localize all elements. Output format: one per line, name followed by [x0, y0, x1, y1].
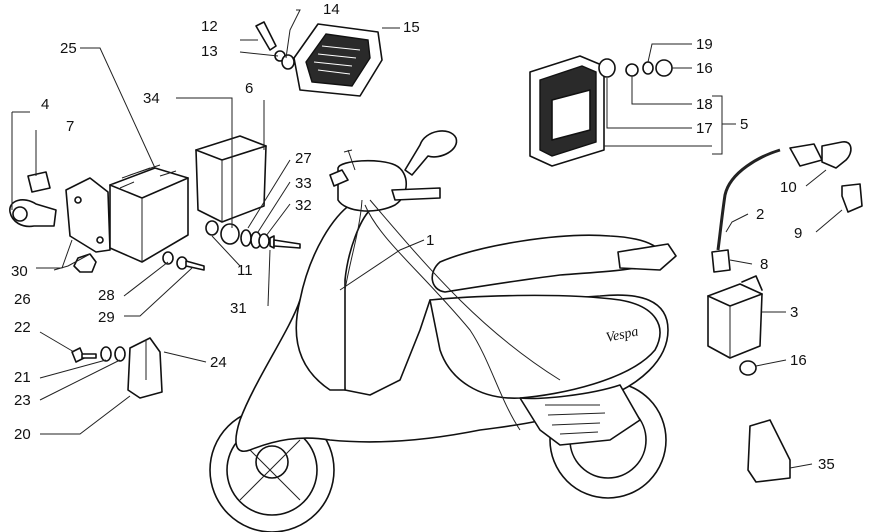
label-28: 28: [98, 287, 115, 304]
part-cover-6: [195, 135, 267, 223]
label-3: 3: [790, 304, 798, 321]
label-29: 29: [98, 309, 115, 326]
label-2: 2: [756, 206, 764, 223]
label-15: 15: [403, 19, 420, 36]
side-panel: [429, 294, 661, 399]
label-17: 17: [696, 120, 713, 137]
part-cover-35: [747, 419, 791, 483]
label-27: 27: [295, 150, 312, 167]
part-screw-22: [71, 347, 97, 363]
mirror: [404, 130, 458, 176]
label-23: 23: [14, 392, 31, 409]
part-control-unit-25: [109, 164, 189, 263]
scooter-illustration: Vespa: [209, 130, 677, 532]
label-6: 6: [245, 80, 253, 97]
label-4: 4: [41, 96, 49, 113]
part-ht-lead-2: [716, 148, 781, 251]
part-module-5: [529, 55, 605, 167]
label-19: 19: [696, 36, 713, 53]
label-31: 31: [230, 300, 247, 317]
label-14: 14: [323, 1, 340, 18]
part-regulator-15: [293, 23, 383, 97]
part-washer-19: [642, 61, 654, 75]
wiring-harness: [344, 199, 561, 431]
label-12: 12: [201, 18, 218, 35]
part-bracket-4: [9, 199, 57, 228]
part-clip-7: [27, 171, 51, 193]
label-21: 21: [14, 369, 31, 386]
label-26: 26: [14, 291, 31, 308]
part-labels: 4 7 25 34 6 12 13 14 15 27 33 32 11 31 3…: [11, 1, 835, 473]
label-35: 35: [818, 456, 835, 473]
part-coil-3: [707, 275, 763, 359]
part-cover-20: [127, 337, 163, 399]
part-boot-9: [841, 183, 863, 213]
part-cap-16-top: [655, 59, 673, 77]
label-16b: 16: [790, 352, 807, 369]
part-washer-23: [114, 346, 126, 362]
label-9: 9: [794, 225, 802, 242]
part-screw-29: [176, 256, 205, 271]
label-30: 30: [11, 263, 28, 280]
label-5: 5: [740, 116, 748, 133]
part-plate-30: [65, 177, 111, 253]
part-washer-13: [274, 50, 295, 70]
label-24: 24: [210, 354, 227, 371]
label-22: 22: [14, 319, 31, 336]
label-25: 25: [60, 40, 77, 57]
part-grommet-11: [205, 220, 240, 245]
label-8: 8: [760, 256, 768, 273]
leader-lines: [11, 9, 843, 469]
label-11: 11: [237, 262, 253, 279]
label-7: 7: [66, 118, 74, 135]
leg-shield: [295, 204, 371, 391]
engine-area: [519, 384, 641, 446]
part-connector-8: [711, 249, 731, 273]
label-16a: 16: [696, 60, 713, 77]
handlebar: [329, 169, 441, 201]
label-1: 1: [426, 232, 434, 249]
part-washer-21: [100, 346, 112, 362]
part-nut-16-bottom: [739, 360, 757, 376]
part-washer-28: [162, 251, 174, 265]
part-screw-12: [255, 21, 277, 51]
label-33: 33: [295, 175, 312, 192]
label-34: 34: [143, 90, 160, 107]
rear-rack: [617, 243, 677, 271]
label-32: 32: [295, 197, 312, 214]
label-10: 10: [780, 179, 797, 196]
headset: [337, 159, 408, 212]
part-washer-27: [240, 229, 252, 247]
label-13: 13: [201, 43, 218, 60]
part-bolt-31: [269, 235, 301, 249]
scooter-badge: Vespa: [605, 324, 640, 345]
part-washer-32: [258, 233, 270, 249]
part-plug-17: [598, 58, 616, 78]
label-18: 18: [696, 96, 713, 113]
part-sleeve-18: [625, 63, 639, 77]
label-20: 20: [14, 426, 31, 443]
part-plug-cap-10: [789, 141, 852, 169]
